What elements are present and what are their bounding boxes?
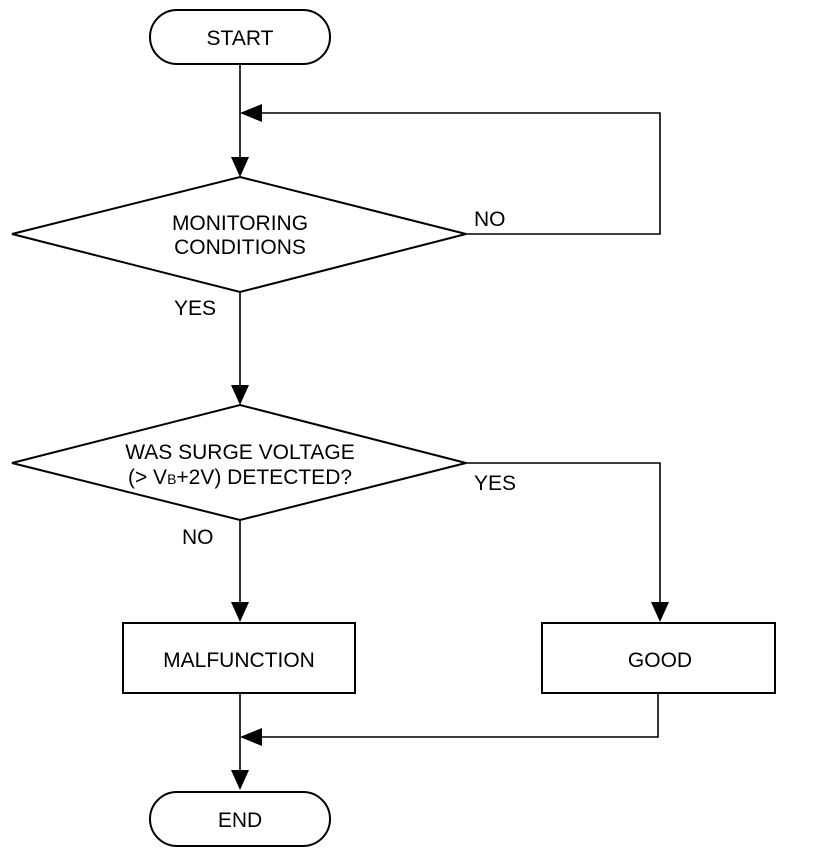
good-label: GOOD — [628, 649, 692, 672]
arrow-left-merge — [240, 728, 262, 746]
edge-decision1-no-loop — [258, 112, 661, 235]
arrow-down-end — [231, 770, 249, 790]
start-label: START — [207, 27, 274, 50]
arrow-left-loop — [240, 104, 262, 122]
arrow-down-malfunction — [231, 602, 249, 622]
good-box: GOOD — [541, 622, 776, 694]
decision2-line2: (> VB+2V) DETECTED? — [128, 466, 352, 489]
decision2-line2-subscript: B — [167, 471, 176, 487]
decision-surge-voltage: WAS SURGE VOLTAGE (> VB+2V) DETECTED? — [11, 403, 467, 522]
decision2-line2-prefix: (> V — [128, 466, 167, 489]
end-label: END — [218, 809, 262, 832]
start-terminal: START — [149, 9, 331, 65]
arrow-down-decision1 — [231, 157, 249, 177]
end-terminal: END — [149, 791, 331, 847]
decision1-no-label: NO — [474, 208, 506, 231]
malfunction-label: MALFUNCTION — [163, 649, 315, 672]
decision2-line1: WAS SURGE VOLTAGE — [125, 441, 354, 464]
decision2-no-label: NO — [182, 526, 214, 549]
decision1-line1: MONITORING — [172, 212, 308, 235]
connectors — [239, 64, 661, 776]
arrowheads — [231, 104, 669, 790]
decision2-yes-label: YES — [474, 472, 516, 495]
edge-decision2-yes — [466, 462, 661, 608]
edge-good-to-merge — [258, 694, 659, 738]
decision2-line2-suffix: +2V) DETECTED? — [176, 466, 352, 489]
decision-monitoring-conditions: MONITORING CONDITIONS — [11, 175, 467, 294]
arrow-down-decision2 — [231, 385, 249, 405]
malfunction-box: MALFUNCTION — [122, 622, 356, 694]
decision1-line2: CONDITIONS — [174, 236, 306, 259]
decision1-yes-label: YES — [174, 297, 216, 320]
arrow-down-good — [651, 602, 669, 622]
